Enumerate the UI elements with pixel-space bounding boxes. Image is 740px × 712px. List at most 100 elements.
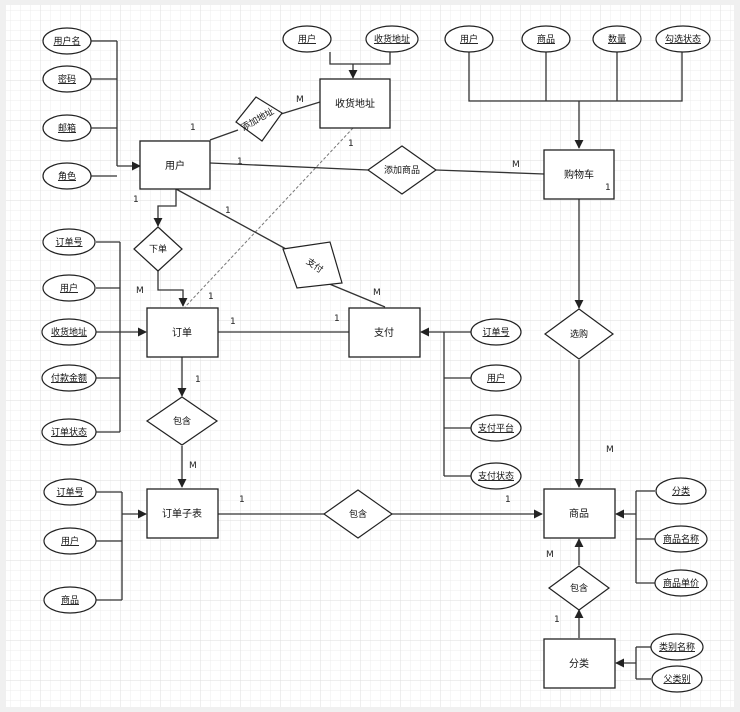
attr-product-category-label: 分类 [672, 485, 690, 497]
entity-cart-label: 购物车 [564, 168, 594, 181]
category-attributes: 类别名称 父类别 [650, 633, 704, 693]
attr-product-price[interactable]: 商品单价 [654, 569, 708, 597]
edge-address-attr-user [329, 52, 353, 65]
relation-place-order-label: 下单 [149, 243, 167, 255]
attr-cart-user[interactable]: 用户 [444, 25, 494, 53]
relation-contain-category-label: 包含 [570, 582, 588, 594]
entity-order[interactable]: 订单 [146, 307, 219, 358]
attr-address-user[interactable]: 用户 [282, 25, 332, 53]
attr-order-amount[interactable]: 付款金额 [41, 364, 97, 392]
relation-place-order[interactable]: 下单 [133, 226, 183, 272]
relation-add-product-label: 添加商品 [384, 164, 420, 176]
card-product-category: M [546, 550, 554, 560]
address-attributes: 用户 收货地址 [282, 25, 419, 53]
relation-pay[interactable]: 支付 [282, 241, 343, 289]
attr-payment-status-label: 支付状态 [478, 470, 514, 482]
attr-cart-checked[interactable]: 勾选状态 [655, 25, 711, 53]
attr-user-role[interactable]: 角色 [42, 162, 92, 190]
edge-pay-payment [326, 282, 386, 308]
entity-user[interactable]: 用户 [139, 140, 211, 190]
edge-user-add-address [209, 129, 239, 141]
order-item-attributes: 订单号 用户 商品 [43, 478, 97, 614]
attr-payment-no[interactable]: 订单号 [470, 318, 522, 346]
entity-category-label: 分类 [569, 657, 589, 670]
attr-order-user-label: 用户 [60, 282, 78, 294]
cardinality-labels: 1 M 1 1 M 1 1 1 M 1 M 1 1 1 M M 1 1 M 1 [133, 95, 614, 625]
card-user-add-address: 1 [190, 123, 196, 133]
attr-user-username-label: 用户名 [53, 35, 80, 47]
card-order-item-product: 1 [239, 495, 245, 505]
entity-payment[interactable]: 支付 [348, 307, 421, 358]
attr-product-name[interactable]: 商品名称 [654, 525, 708, 553]
attr-cart-product-label: 商品 [537, 33, 555, 45]
attr-address-user-label: 用户 [298, 33, 316, 45]
attr-order-item-user[interactable]: 用户 [43, 527, 97, 555]
attr-user-password[interactable]: 密码 [42, 65, 92, 93]
card-category-contain: 1 [554, 615, 560, 625]
entity-product[interactable]: 商品 [543, 488, 616, 539]
attr-order-status-label: 订单状态 [51, 426, 87, 438]
entity-payment-label: 支付 [374, 326, 394, 339]
attr-payment-platform[interactable]: 支付平台 [470, 414, 522, 442]
entity-order-label: 订单 [172, 327, 192, 339]
attr-order-item-no[interactable]: 订单号 [43, 478, 97, 506]
attr-user-email[interactable]: 邮箱 [42, 114, 92, 142]
card-cart-select: 1 [605, 183, 611, 193]
card-payment-pay: M [373, 288, 381, 298]
attr-payment-user[interactable]: 用户 [470, 364, 522, 392]
entity-product-label: 商品 [569, 507, 589, 520]
attr-order-no-label: 订单号 [55, 236, 82, 248]
entity-address[interactable]: 收货地址 [319, 78, 391, 129]
relation-contain-order-label: 包含 [173, 415, 191, 427]
attr-order-item-product-label: 商品 [61, 594, 79, 606]
card-user-pay: 1 [225, 206, 231, 216]
attr-order-status[interactable]: 订单状态 [41, 418, 97, 446]
card-order-address: 1 [208, 292, 214, 302]
attr-category-name[interactable]: 类别名称 [650, 633, 704, 661]
relation-contain-category[interactable]: 包含 [547, 565, 611, 611]
relation-add-product[interactable]: 添加商品 [366, 145, 438, 195]
edge-add-product-cart [435, 169, 545, 175]
card-order-item-contain: M [189, 461, 197, 471]
attr-order-user[interactable]: 用户 [42, 274, 96, 302]
attr-order-no[interactable]: 订单号 [42, 228, 96, 256]
cart-attributes: 用户 商品 数量 勾选状态 [444, 25, 711, 53]
edge-add-address-address [280, 101, 321, 115]
edge-user-place-order [153, 189, 177, 227]
attr-order-address[interactable]: 收货地址 [41, 318, 97, 346]
attr-product-name-label: 商品名称 [663, 533, 699, 545]
attr-product-price-label: 商品单价 [663, 577, 699, 589]
edge-cart-attr-bus [468, 52, 683, 102]
attr-category-name-label: 类别名称 [659, 641, 695, 653]
attr-user-username[interactable]: 用户名 [42, 27, 92, 55]
attr-address-addr[interactable]: 收货地址 [365, 25, 419, 53]
entity-cart[interactable]: 购物车 [543, 149, 615, 200]
attr-category-parent-label: 父类别 [663, 673, 690, 685]
attr-cart-quantity[interactable]: 数量 [592, 25, 642, 53]
relation-contain-order[interactable]: 包含 [145, 396, 219, 446]
order-attributes: 订单号 用户 收货地址 付款金额 订单状态 [41, 228, 97, 446]
card-user-add-product: 1 [237, 157, 243, 167]
card-order-contain: 1 [195, 375, 201, 385]
card-order-payment-right: 1 [334, 314, 340, 324]
entity-address-label: 收货地址 [335, 97, 375, 110]
card-user-place-order: 1 [133, 195, 139, 205]
attr-payment-status[interactable]: 支付状态 [470, 462, 522, 490]
edge-user-pay [175, 188, 287, 250]
relation-contain-item-label: 包含 [349, 508, 367, 520]
entity-category[interactable]: 分类 [543, 638, 616, 689]
entity-order-item[interactable]: 订单子表 [146, 488, 219, 539]
attr-product-category[interactable]: 分类 [655, 477, 707, 505]
attr-category-parent[interactable]: 父类别 [651, 665, 703, 693]
card-address-order: 1 [348, 139, 354, 149]
attr-cart-user-label: 用户 [460, 33, 478, 45]
user-attributes: 用户名 密码 邮箱 角色 [42, 27, 92, 190]
attr-order-item-product[interactable]: 商品 [43, 586, 97, 614]
relation-add-address[interactable]: 添加地址 [235, 96, 283, 142]
relation-contain-item[interactable]: 包含 [322, 489, 394, 539]
attr-cart-product[interactable]: 商品 [521, 25, 571, 53]
attr-order-address-label: 收货地址 [51, 326, 87, 338]
edge-place-order-order [157, 271, 188, 307]
relation-select[interactable]: 选购 [543, 308, 615, 360]
